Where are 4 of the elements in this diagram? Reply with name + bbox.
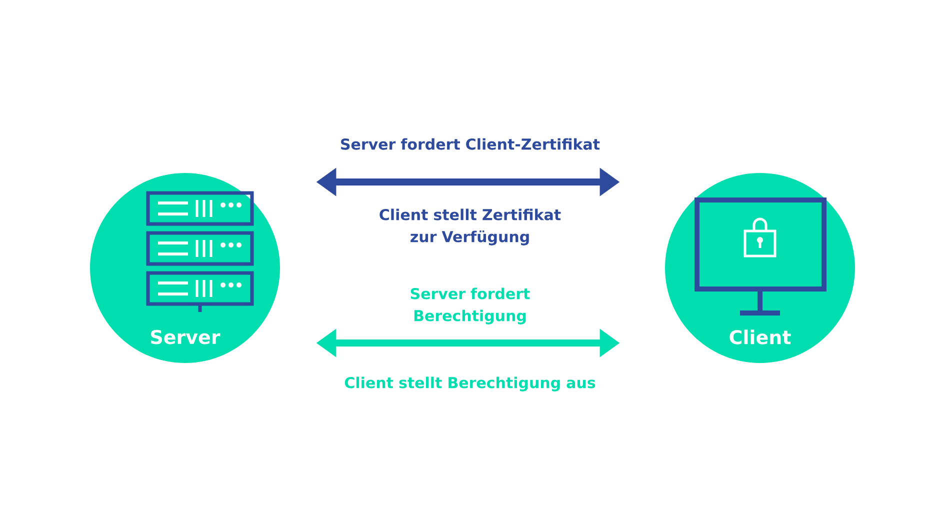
edge-label: Server fordert Berechtigung <box>410 288 530 324</box>
edge-label: Server fordert Client-Zertifikat <box>341 138 600 150</box>
caption-text: Client stellt Zertifikat zur Verfügung <box>380 208 561 246</box>
caption-text: Client stellt Berechtigung aus <box>344 376 596 392</box>
